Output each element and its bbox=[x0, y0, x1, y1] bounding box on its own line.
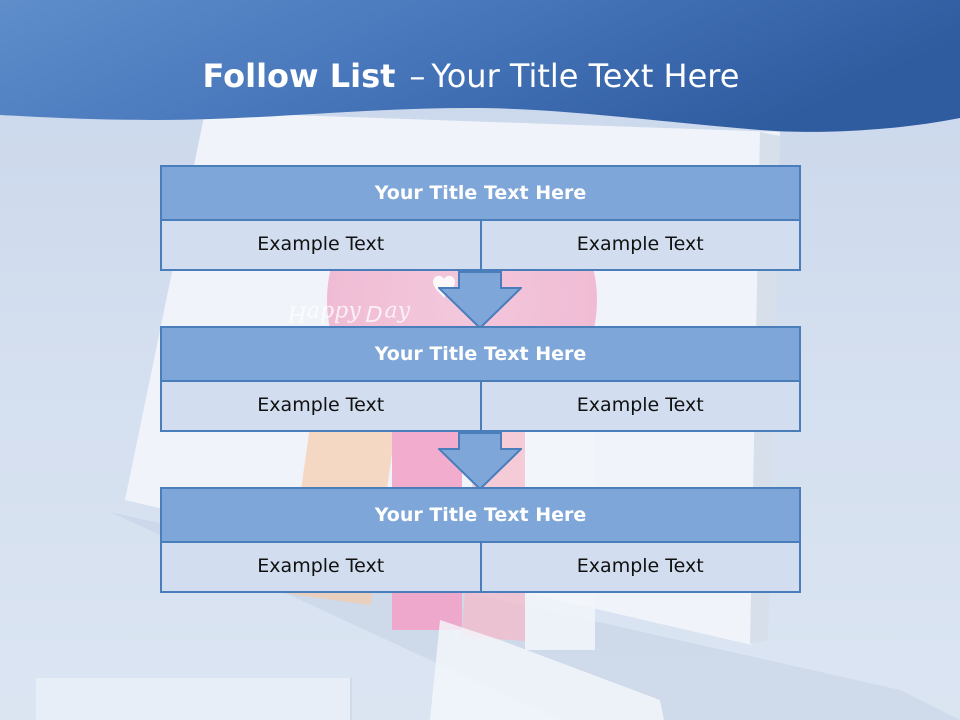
title-rest: Your Title Text Here bbox=[431, 57, 740, 95]
step-block-3[interactable]: Your Title Text Here Example Text Exampl… bbox=[160, 487, 801, 593]
step-1-left-text[interactable]: Example Text bbox=[160, 221, 482, 271]
step-3-title[interactable]: Your Title Text Here bbox=[160, 487, 801, 543]
step-1-row: Example Text Example Text bbox=[160, 221, 801, 271]
title-bold: Follow List bbox=[202, 57, 396, 95]
down-arrow-icon bbox=[438, 432, 522, 490]
step-2-right-text[interactable]: Example Text bbox=[481, 382, 801, 432]
corner-panel bbox=[36, 678, 351, 720]
step-3-row: Example Text Example Text bbox=[160, 543, 801, 593]
svg-text:ʎɐᗡ ʎddɐH: ʎɐᗡ ʎddɐH bbox=[287, 300, 411, 325]
step-1-right-text[interactable]: Example Text bbox=[481, 221, 801, 271]
title-banner bbox=[0, 0, 960, 132]
page-title: Follow List–Your Title Text Here bbox=[0, 50, 942, 102]
step-3-left-text[interactable]: Example Text bbox=[160, 543, 482, 593]
step-2-row: Example Text Example Text bbox=[160, 382, 801, 432]
step-2-title[interactable]: Your Title Text Here bbox=[160, 326, 801, 382]
step-3-right-text[interactable]: Example Text bbox=[481, 543, 801, 593]
title-separator: – bbox=[409, 57, 426, 95]
step-2-left-text[interactable]: Example Text bbox=[160, 382, 482, 432]
down-arrow-icon bbox=[438, 271, 522, 329]
step-block-2[interactable]: Your Title Text Here Example Text Exampl… bbox=[160, 326, 801, 432]
step-block-1[interactable]: Your Title Text Here Example Text Exampl… bbox=[160, 165, 801, 271]
step-1-title[interactable]: Your Title Text Here bbox=[160, 165, 801, 221]
front-card bbox=[430, 620, 664, 720]
